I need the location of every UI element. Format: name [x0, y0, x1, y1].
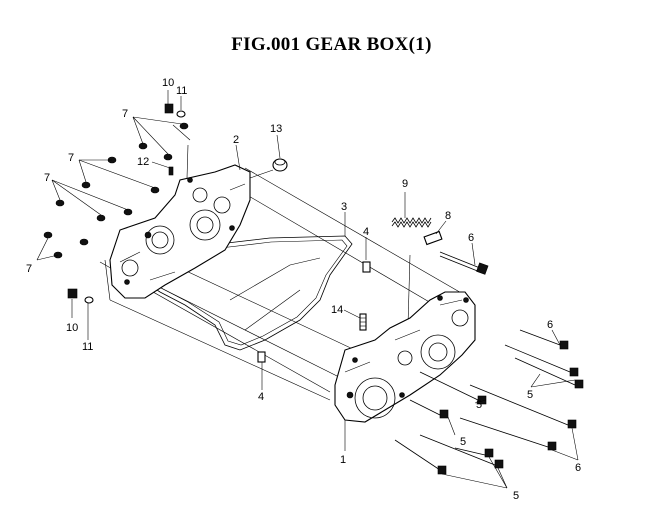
callout-5-mid: 5 [476, 399, 482, 411]
callout-1: 1 [340, 454, 346, 466]
callout-4-lower: 4 [258, 391, 264, 403]
callout-14: 14 [331, 304, 343, 316]
spring-9 [391, 217, 432, 228]
pin-8 [423, 230, 443, 246]
diagram-title: FIG.001 GEAR BOX(1) [231, 34, 432, 55]
bolts-5-6-right [394, 329, 584, 475]
cap-13 [249, 158, 288, 179]
stud-14 [359, 313, 367, 331]
callout-13: 13 [270, 123, 282, 135]
washer-11-bottom [84, 296, 94, 304]
gasket [134, 235, 353, 351]
bolt-10-top [164, 103, 174, 114]
callout-8: 8 [445, 210, 451, 222]
callout-11-top: 11 [176, 85, 187, 97]
callout-5-bottom: 5 [513, 490, 519, 502]
bolt-6-top [439, 251, 489, 275]
screws-7-left [43, 122, 189, 259]
assembly-guide-lines [99, 124, 471, 401]
callout-7-mid: 7 [68, 152, 74, 164]
callout-7-bottom: 7 [26, 263, 32, 275]
washer-11-top [176, 110, 186, 118]
left-crankcase-half [109, 164, 251, 299]
callout-6-bottom: 6 [575, 462, 581, 474]
callout-2: 2 [233, 134, 239, 146]
callout-12: 12 [137, 156, 149, 168]
dowel-4-lower [257, 351, 266, 363]
screw-12 [168, 166, 174, 176]
callout-10-top: 10 [162, 77, 174, 89]
callout-7-top: 7 [122, 108, 128, 120]
callout-5-lower: 5 [460, 436, 466, 448]
bolt-10-bottom [67, 288, 78, 299]
callout-6-right: 6 [547, 319, 553, 331]
callout-7-left: 7 [44, 172, 50, 184]
callout-6-top: 6 [468, 232, 474, 244]
callout-10-bottom: 10 [66, 322, 78, 334]
callout-4-upper: 4 [363, 226, 369, 238]
callout-11-bottom: 11 [82, 341, 93, 353]
right-crankcase-half [334, 291, 476, 423]
callout-9: 9 [402, 178, 408, 190]
dowel-4-upper [362, 261, 371, 273]
leader-lines [36, 90, 579, 489]
callout-5-right: 5 [527, 389, 533, 401]
callout-3: 3 [341, 201, 347, 213]
